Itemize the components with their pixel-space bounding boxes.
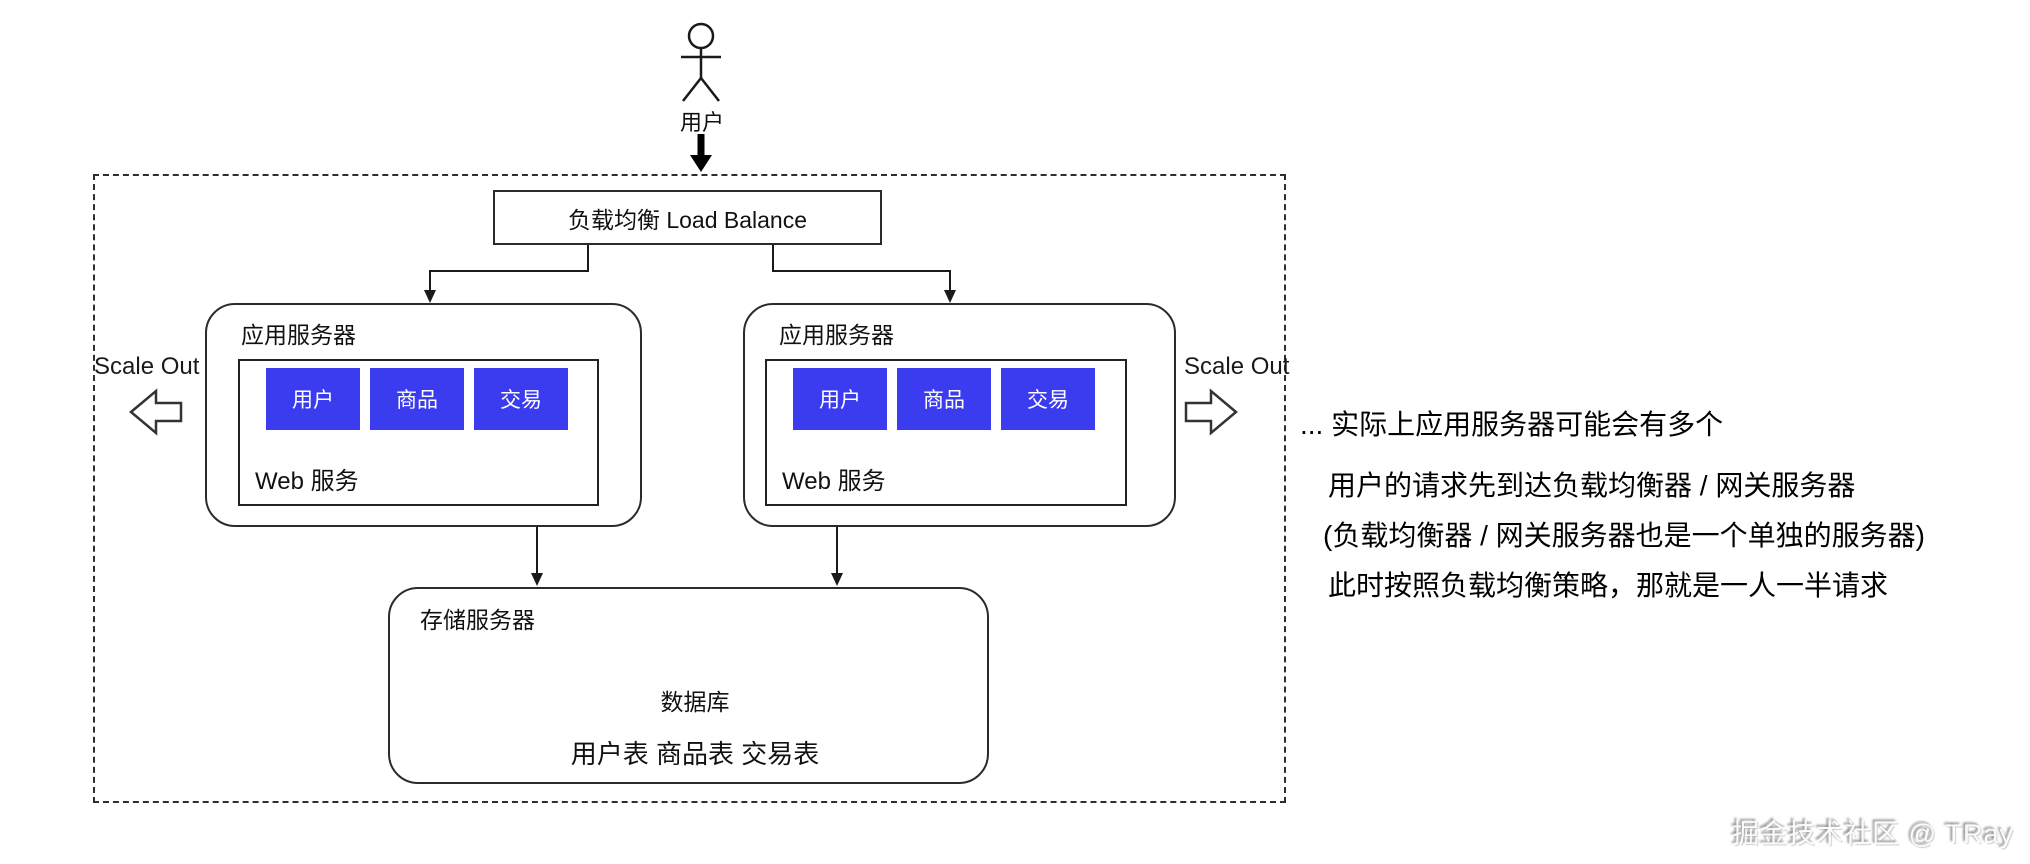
web-service-rect: 用户 商品 交易 Web 服务 xyxy=(238,359,599,506)
load-balancer-label: 负载均衡 Load Balance xyxy=(567,206,808,233)
user-request-arrow-icon xyxy=(690,134,712,172)
app-server-box-left: 应用服务器 用户 商品 交易 Web 服务 xyxy=(205,303,642,527)
note-line-4: 此时按照负载均衡策略，那就是一人一半请求 xyxy=(1328,570,1889,601)
module-box: 交易 xyxy=(1001,368,1095,430)
module-box: 商品 xyxy=(370,368,464,430)
module-box: 用户 xyxy=(266,368,360,430)
module-box: 交易 xyxy=(474,368,568,430)
user-actor-icon xyxy=(681,22,721,102)
load-balancer-box: 负载均衡 Load Balance xyxy=(493,190,882,245)
web-service-label: Web 服务 xyxy=(255,468,359,495)
actor-label: 用户 xyxy=(679,110,724,135)
scale-out-right-label: Scale Out xyxy=(1184,353,1290,380)
system-boundary xyxy=(93,174,1286,803)
note-line-3: (负载均衡器 / 网关服务器也是一个单独的服务器) xyxy=(1323,520,1925,551)
database-label: 数据库 xyxy=(660,689,730,715)
watermark-text: 掘金技术社区 @ TRay xyxy=(1732,819,2014,849)
lb-to-app-connectors xyxy=(429,241,951,291)
arrowhead-right-app xyxy=(944,290,956,303)
arrowhead-left-app xyxy=(424,290,436,303)
scale-out-left-arrow-icon xyxy=(129,388,183,436)
app-to-storage-arrows xyxy=(536,522,838,574)
storage-server-title: 存储服务器 xyxy=(420,607,535,633)
note-line-2: 用户的请求先到达负载均衡器 / 网关服务器 xyxy=(1328,470,1856,501)
module-box: 商品 xyxy=(897,368,991,430)
app-server-box-right: 应用服务器 用户 商品 交易 Web 服务 xyxy=(743,303,1176,527)
scale-out-left-label: Scale Out xyxy=(94,353,200,380)
web-service-label: Web 服务 xyxy=(782,468,886,495)
app-server-title: 应用服务器 xyxy=(241,322,356,348)
storage-server-box: 存储服务器 xyxy=(388,587,989,784)
arrowhead-left-storage xyxy=(531,573,543,586)
app-server-title: 应用服务器 xyxy=(779,322,894,348)
web-service-rect: 用户 商品 交易 Web 服务 xyxy=(765,359,1127,506)
scale-out-right-arrow-icon xyxy=(1184,388,1238,436)
note-line-1: ... 实际上应用服务器可能会有多个 xyxy=(1300,409,1724,440)
arrowhead-right-storage xyxy=(831,573,843,586)
module-box: 用户 xyxy=(793,368,887,430)
tables-label: 用户表 商品表 交易表 xyxy=(570,739,820,769)
